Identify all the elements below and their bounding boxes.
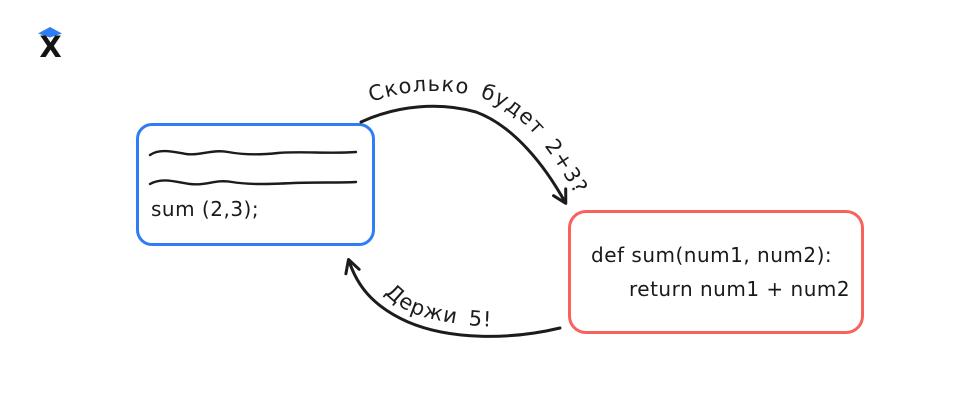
logo-letter: X <box>39 30 61 64</box>
function-code-box: def sum(num1, num2): return num1 + num2 <box>568 210 864 334</box>
hexlet-logo: X <box>35 27 65 64</box>
response-arrow-label-text: Держи 5! <box>381 279 493 331</box>
function-code-line-2: return num1 + num2 <box>629 277 851 301</box>
request-arrow-label-text: Сколько будет 2+3? <box>365 72 592 198</box>
caller-code-box: sum (2,3); <box>136 123 375 246</box>
function-code-line-1: def sum(num1, num2): <box>591 243 833 267</box>
caller-code-text: sum (2,3); <box>151 197 260 221</box>
logo-diamond-icon <box>38 27 62 38</box>
response-arrow-label: Держи 5! <box>381 279 492 331</box>
request-arrow-label: Сколько будет 2+3? <box>365 72 591 198</box>
request-arrow <box>359 104 568 205</box>
response-arrow <box>344 257 562 338</box>
